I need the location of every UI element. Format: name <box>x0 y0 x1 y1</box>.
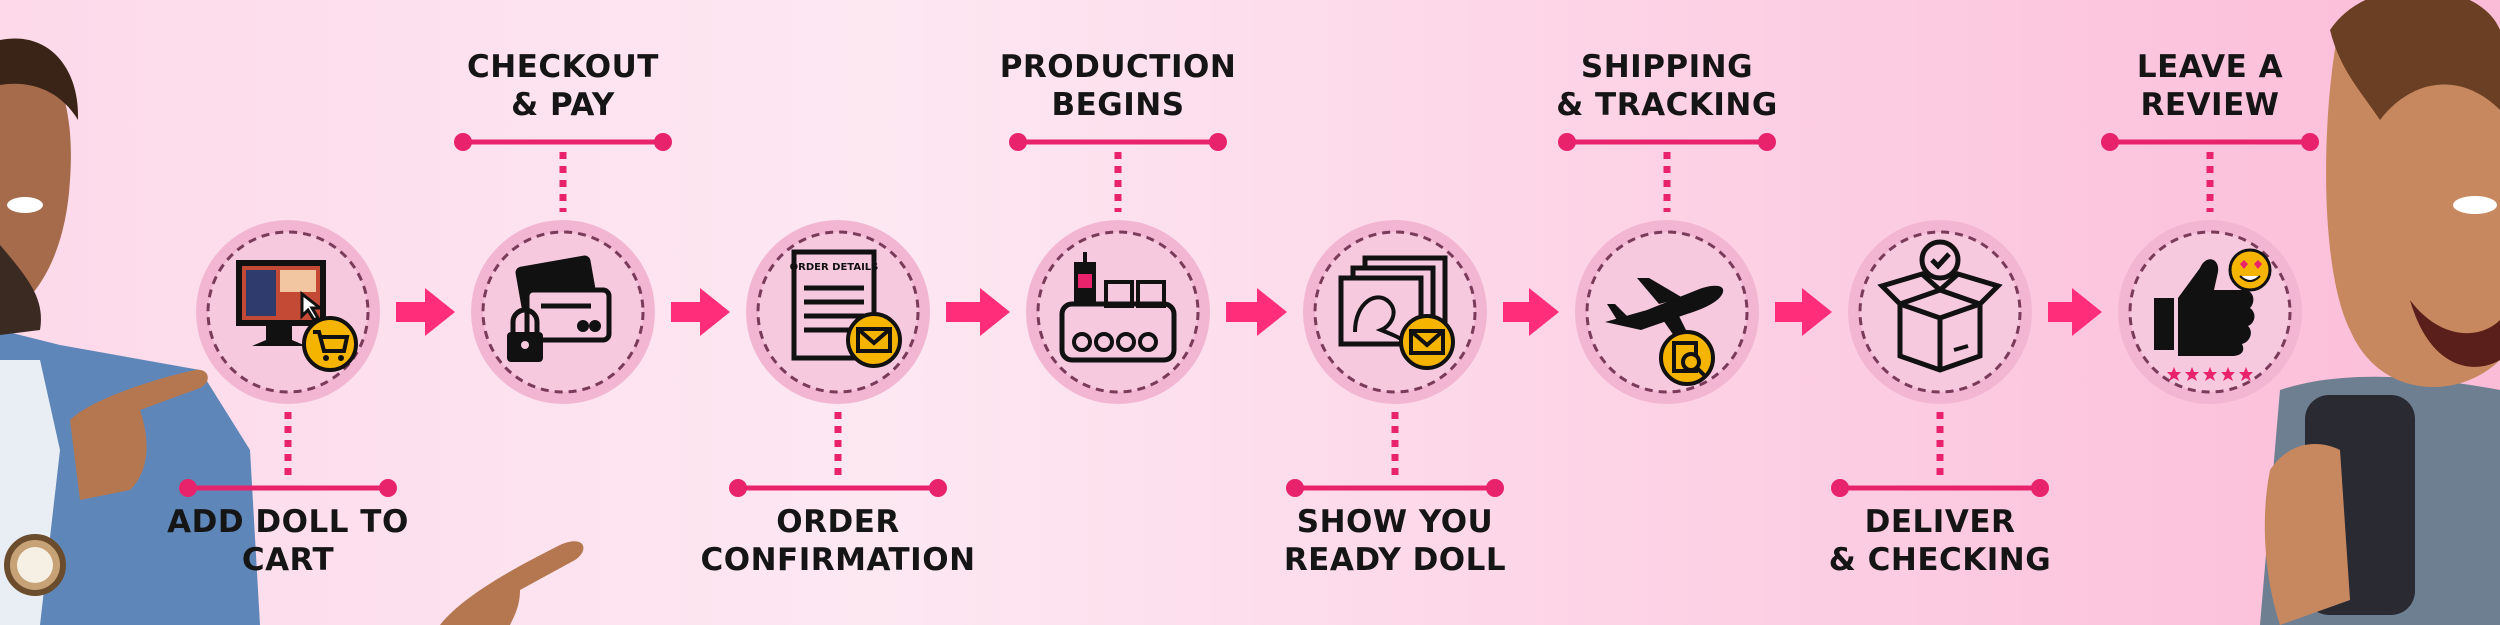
flow-arrow <box>1775 288 1832 336</box>
credit-card-lock-icon <box>507 255 612 362</box>
step-label: CHECKOUT& PAY <box>353 48 773 124</box>
thumbs-up-review-icon <box>2154 248 2272 381</box>
step-4 <box>1009 133 1227 404</box>
man-pointing-left-icon <box>0 38 584 625</box>
flow-arrow <box>396 288 455 336</box>
flow-arrow <box>671 288 730 336</box>
flow-arrow <box>946 288 1010 336</box>
step-8 <box>2101 133 2319 404</box>
step-label-line-1: DELIVER <box>1864 504 2016 540</box>
order-details-mail-icon: ORDER DETAILS <box>790 249 902 368</box>
step-7 <box>1831 220 2049 497</box>
step-5 <box>1286 220 1504 497</box>
step-label-line-2: CONFIRMATION <box>700 542 976 578</box>
step-2 <box>454 133 672 404</box>
step-label-line-2: REVIEW <box>2140 87 2280 123</box>
step-label-line-1: PRODUCTION <box>999 49 1237 85</box>
flow-arrow <box>2048 288 2102 336</box>
step-label-line-2: & TRACKING <box>1556 87 1778 123</box>
step-label-line-1: CHECKOUT <box>467 49 659 85</box>
computer-cart-icon <box>236 260 358 372</box>
step-label-line-2: READY DOLL <box>1283 542 1507 578</box>
flow-arrow <box>1503 288 1559 336</box>
step-3: ORDER DETAILS <box>729 220 947 497</box>
step-label-line-1: SHOW YOU <box>1296 504 1494 540</box>
step-label-line-1: LEAVE A <box>2136 49 2284 85</box>
step-1 <box>179 220 397 497</box>
step-label-line-1: ORDER <box>776 504 900 540</box>
step-label-line-2: & PAY <box>511 87 615 123</box>
step-label: DELIVER& CHECKING <box>1730 503 2150 579</box>
step-label-line-2: & CHECKING <box>1828 542 2052 578</box>
factory-machine-icon <box>1059 252 1177 363</box>
flow-arrow <box>1226 288 1287 336</box>
step-label: SHIPPING& TRACKING <box>1457 48 1877 124</box>
step-label-line-2: BEGINS <box>1051 87 1185 123</box>
step-label-line-1: SHIPPING <box>1580 49 1754 85</box>
photos-mail-icon <box>1338 255 1455 370</box>
svg-text:ORDER DETAILS: ORDER DETAILS <box>790 262 879 273</box>
step-6 <box>1558 133 1776 404</box>
step-label-line-1: ADD DOLL TO <box>167 504 409 540</box>
package-check-icon <box>1877 239 2003 373</box>
airplane-tracking-icon <box>1605 278 1724 386</box>
man-holding-phone-right-icon <box>2260 0 2500 625</box>
step-label-line-2: CART <box>241 542 335 578</box>
